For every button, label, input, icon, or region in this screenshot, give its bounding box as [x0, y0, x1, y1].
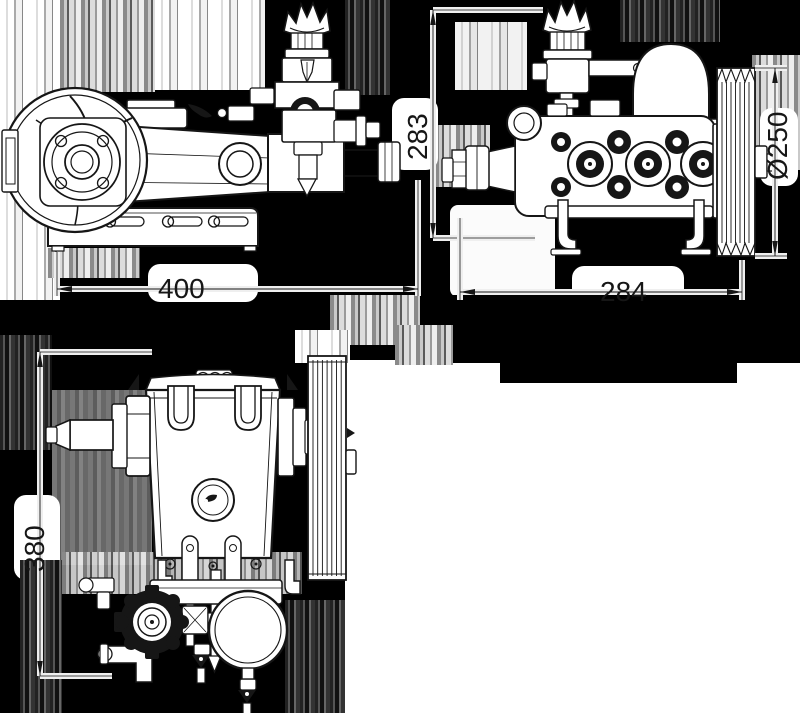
arrowhead-icon: [37, 352, 43, 367]
dimension-250: Ø250: [755, 65, 793, 259]
pressure-gauge-top: [207, 589, 289, 680]
mounting-legs: [550, 199, 712, 256]
dimension-284: 284: [457, 218, 745, 307]
dimension-283: 283: [402, 7, 543, 241]
dimension-400: 400: [54, 180, 421, 304]
background-artifact: [455, 22, 527, 90]
pressure-regulator-side: [216, 0, 381, 198]
bearing-bracket-top: [277, 397, 313, 477]
hose-barb: [192, 643, 211, 684]
regulator-knob-top: [114, 585, 189, 659]
arrowhead-icon: [57, 286, 72, 292]
background-artifact: [345, 0, 390, 95]
valve-caps: [551, 130, 726, 199]
pulley-front: [716, 67, 776, 257]
background-artifact: [420, 295, 800, 363]
pump-body-top: [128, 369, 298, 595]
background-artifact: [48, 248, 140, 278]
arrowhead-icon: [460, 289, 475, 295]
corner-mark: [128, 374, 139, 390]
dimension-380: 380: [19, 349, 152, 679]
arrowhead-icon: [727, 289, 742, 295]
pulley-top: [307, 355, 357, 581]
arrowhead-icon: [403, 286, 418, 292]
front-view-drawing: 283: [402, 0, 793, 307]
hose-barb: [238, 678, 257, 713]
background-artifact: [345, 360, 800, 713]
background-artifact: [285, 600, 345, 713]
pump-head-front: [441, 99, 754, 219]
regulator-knob-icon: [283, 0, 331, 37]
flywheel: [1, 86, 149, 234]
background-artifact: [155, 0, 265, 90]
dimension-label: 380: [19, 525, 50, 572]
side-view-drawing: 400: [1, 0, 421, 304]
dimension-label: 283: [402, 113, 433, 160]
regulator-knob-icon: [542, 0, 592, 36]
arrowhead-icon: [430, 223, 436, 238]
corner-mark: [287, 374, 298, 390]
shaft-bracket: [1, 129, 19, 193]
dimension-label: 284: [600, 276, 647, 307]
background-artifact: [450, 205, 555, 297]
arrowhead-icon: [772, 68, 778, 83]
arrowhead-icon: [772, 241, 778, 256]
suction-duct: [486, 145, 516, 193]
top-view-drawing: 380: [19, 349, 357, 713]
background-artifact: [620, 0, 720, 42]
dimension-halo: [148, 264, 258, 302]
background-artifact: [395, 325, 453, 365]
housing-vent-slot: [188, 104, 212, 118]
inlet-port: [506, 105, 542, 141]
arrowhead-icon: [430, 10, 436, 25]
background-artifact: [60, 0, 155, 92]
hose-hook: [284, 559, 301, 595]
shaft-top: [45, 395, 151, 477]
dimension-label: 400: [158, 273, 205, 304]
key-mark: [347, 428, 355, 438]
background-artifact: [500, 363, 737, 383]
dimension-label: Ø250: [762, 112, 793, 181]
arrowhead-icon: [37, 661, 43, 676]
